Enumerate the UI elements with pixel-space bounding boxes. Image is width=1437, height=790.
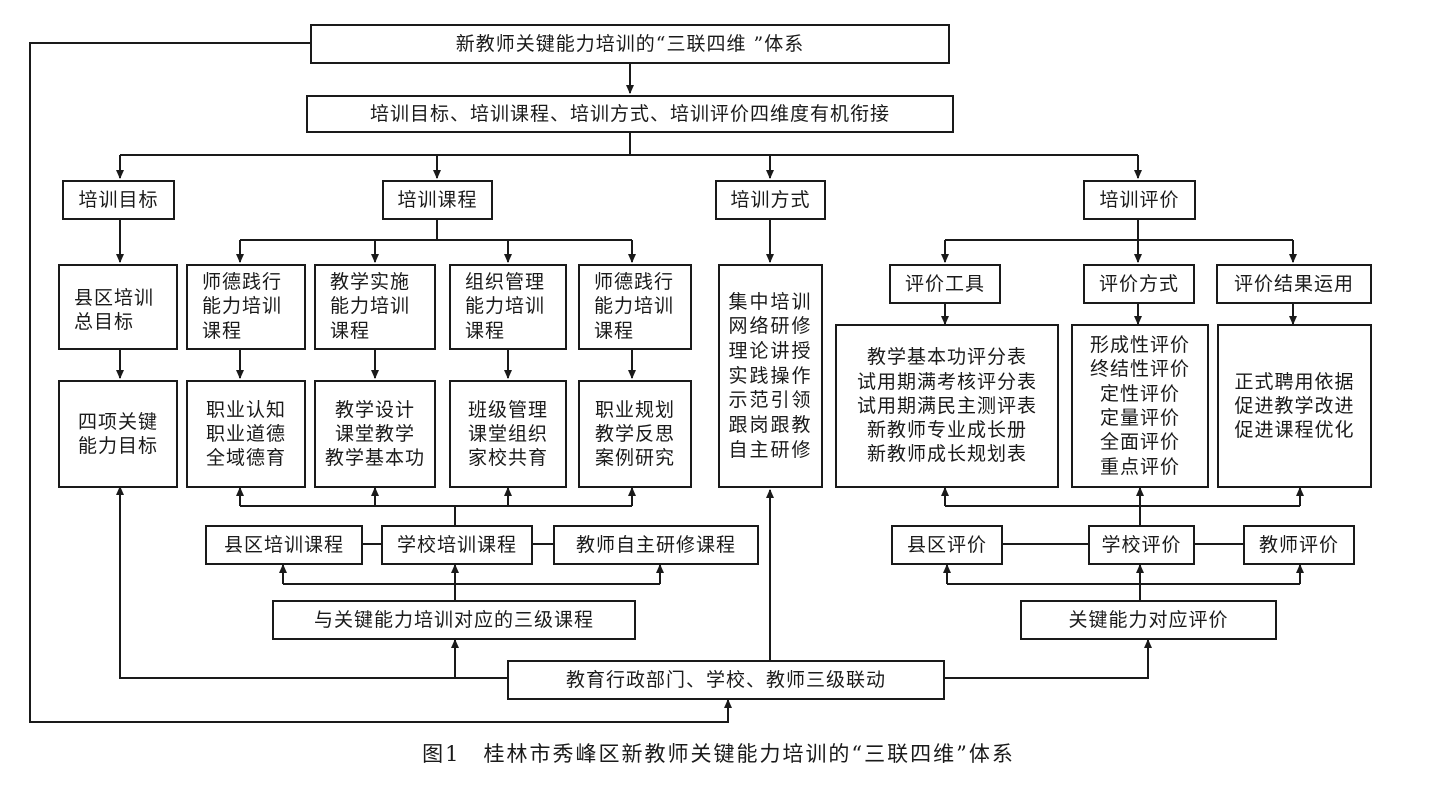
node-county-eval: 县区评价 (891, 525, 1003, 565)
node-use-body: 正式聘用依据 促进教学改进 促进课程优化 (1217, 324, 1372, 488)
node-school-eval: 学校评价 (1088, 525, 1195, 565)
node-self-course: 教师自主研修课程 (553, 525, 759, 565)
arrow-linkage-to-goal2 (116, 486, 507, 679)
node-three-level: 与关键能力培训对应的三级课程 (272, 600, 636, 640)
node-top: 新教师关键能力培训的“三联四维 ”体系 (310, 24, 950, 64)
node-c1b: 职业认知 职业道德 全域德育 (186, 380, 306, 488)
node-tool: 评价工具 (889, 264, 1001, 304)
node-linkage: 教育行政部门、学校、教师三级联动 (507, 660, 945, 700)
node-mode-body: 形成性评价 终结性评价 定性评价 定量评价 全面评价 重点评价 (1071, 324, 1209, 488)
node-teacher-eval: 教师评价 (1243, 525, 1355, 565)
node-key-eval: 关键能力对应评价 (1020, 600, 1277, 640)
node-county-course: 县区培训课程 (205, 525, 363, 565)
node-method-body: 集中培训 网络研修 理论讲授 实践操作 示范引领 跟岗跟教 自主研修 (718, 264, 823, 488)
node-c2b: 教学设计 课堂教学 教学基本功 (314, 380, 436, 488)
node-school-course: 学校培训课程 (381, 525, 533, 565)
node-c1: 师德践行 能力培训 课程 (186, 264, 306, 350)
arrow-linkage-to-keyeval (945, 639, 1152, 679)
node-use: 评价结果运用 (1216, 264, 1372, 304)
node-goal2: 四项关键 能力目标 (58, 380, 178, 488)
arrow-outer-loop (29, 42, 732, 723)
node-goal1: 县区培训 总目标 (58, 264, 178, 350)
node-c2: 教学实施 能力培训 课程 (314, 264, 436, 350)
node-c4: 师德践行 能力培训 课程 (578, 264, 692, 350)
figure-caption: 图1 桂林市秀峰区新教师关键能力培训的“三联四维”体系 (422, 742, 1015, 766)
node-c4b: 职业规划 教学反思 案例研究 (578, 380, 692, 488)
node-mode: 评价方式 (1083, 264, 1195, 304)
node-course: 培训课程 (382, 180, 493, 220)
node-method: 培训方式 (715, 180, 826, 220)
node-eval: 培训评价 (1083, 180, 1196, 220)
node-c3b: 班级管理 课堂组织 家校共育 (449, 380, 567, 488)
node-dims: 培训目标、培训课程、培训方式、培训评价四维度有机衔接 (306, 95, 954, 133)
node-tool-body: 教学基本功评分表 试用期满考核评分表 试用期满民主测评表 新教师专业成长册 新教… (835, 324, 1059, 488)
node-goal: 培训目标 (62, 180, 175, 220)
node-c3: 组织管理 能力培训 课程 (449, 264, 567, 350)
